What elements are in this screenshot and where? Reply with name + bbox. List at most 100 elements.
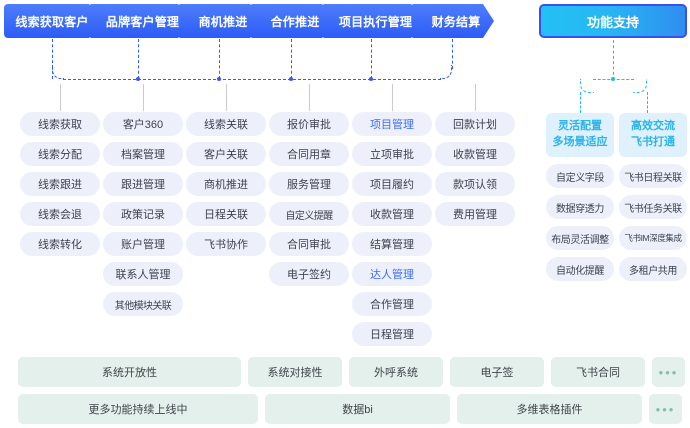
feature-pill[interactable]: 合作管理 [352, 292, 432, 316]
bottom-cell[interactable]: 系统开放性 [18, 357, 241, 387]
feature-pill[interactable]: 日程管理 [352, 322, 432, 346]
bottom-more-button[interactable]: ••• [652, 357, 685, 387]
feature-column-5: 项目管理立项审批项目履约收款管理结算管理达人管理合作管理日程管理 [352, 112, 432, 346]
feature-pill[interactable]: 政策记录 [103, 202, 183, 226]
feature-pill[interactable]: 立项审批 [352, 142, 432, 166]
feature-pill[interactable]: 线索转化 [20, 232, 100, 256]
feature-column-3: 线索关联客户关联商机推进日程关联飞书协作 [186, 112, 266, 256]
support-group-header[interactable]: 高效交流飞书打通 [619, 113, 687, 157]
bottom-cell[interactable]: 多维表格插件 [457, 394, 642, 424]
feature-column-4: 报价审批合同用章服务管理自定义提醒合同审批电子签约 [269, 112, 349, 286]
feature-pill[interactable]: 达人管理 [352, 262, 432, 286]
feature-pill[interactable]: 自定义提醒 [269, 202, 349, 226]
process-stage-6[interactable]: 财务结算 [410, 4, 494, 38]
feature-pill[interactable]: 线索关联 [186, 112, 266, 136]
bottom-cell[interactable]: 更多功能持续上线中 [18, 394, 258, 424]
feature-pill[interactable]: 日程关联 [186, 202, 266, 226]
feature-pill[interactable]: 商机推进 [186, 172, 266, 196]
feature-pill[interactable]: 收款管理 [352, 202, 432, 226]
feature-pill[interactable]: 档案管理 [103, 142, 183, 166]
connector-drop-5 [392, 84, 393, 111]
feature-pill[interactable]: 线索会退 [20, 202, 100, 226]
connector-drop-2 [143, 84, 144, 111]
process-stage-label: 线索获取客户 [15, 14, 89, 29]
connector-v-blue-2 [138, 39, 139, 79]
bottom-row-openness: 系统开放性系统对接性外呼系统电子签飞书合同••• [18, 357, 685, 387]
feature-column-6: 回款计划收款管理款项认领费用管理 [435, 112, 515, 226]
connector-corner-cyan-left [580, 79, 594, 93]
support-group-1: 灵活配置多场景适应自定义字段数据穿透力布局灵活调整自动化提醒 [546, 113, 614, 281]
process-stage-5[interactable]: 项目执行管理 [321, 4, 422, 38]
process-stage-4[interactable]: 合作推进 [249, 4, 333, 38]
support-group-title-line2: 多场景适应 [552, 136, 608, 148]
bottom-cell[interactable]: 数据bi [265, 394, 450, 424]
process-stage-2[interactable]: 品牌客户管理 [88, 4, 189, 38]
process-stage-3[interactable]: 商机推进 [177, 4, 261, 38]
support-pill[interactable]: 飞书日程关联 [619, 164, 687, 188]
connector-drop-cyan-2 [647, 92, 648, 113]
connector-dot-3 [289, 77, 293, 81]
support-pill[interactable]: 飞书任务关联 [619, 195, 687, 219]
feature-pill[interactable]: 服务管理 [269, 172, 349, 196]
feature-column-1: 线索获取线索分配线索跟进线索会退线索转化 [20, 112, 100, 256]
feature-pill[interactable]: 客户360 [103, 112, 183, 136]
connector-bus-blue [63, 79, 441, 80]
bottom-cell[interactable]: 电子签 [450, 357, 544, 387]
feature-pill[interactable]: 账户管理 [103, 232, 183, 256]
support-pill[interactable]: 多租户共用 [619, 257, 687, 281]
bottom-cell[interactable]: 外呼系统 [349, 357, 443, 387]
feature-pill[interactable]: 电子签约 [269, 262, 349, 286]
feature-pill[interactable]: 费用管理 [435, 202, 515, 226]
connector-corner-cyan-right [633, 79, 647, 93]
connector-drop-4 [309, 84, 310, 111]
feature-pill[interactable]: 合同用章 [269, 142, 349, 166]
process-stage-label: 品牌客户管理 [105, 14, 180, 29]
feature-pill[interactable]: 收款管理 [435, 142, 515, 166]
feature-pill[interactable]: 其他模块关联 [103, 292, 183, 316]
support-header-box[interactable]: 功能支持 [539, 4, 687, 38]
support-pill[interactable]: 数据穿透力 [546, 195, 614, 219]
connector-drop-6 [475, 84, 476, 111]
process-stage-label: 合作推进 [270, 14, 320, 29]
connector-corner-right [440, 65, 452, 79]
feature-pill[interactable]: 回款计划 [435, 112, 515, 136]
process-stage-1[interactable]: 线索获取客户 [4, 4, 100, 38]
support-pill[interactable]: 布局灵活调整 [546, 226, 614, 250]
feature-pill[interactable]: 跟进管理 [103, 172, 183, 196]
feature-pill[interactable]: 线索分配 [20, 142, 100, 166]
support-group-header[interactable]: 灵活配置多场景适应 [546, 113, 614, 157]
connector-dot-2 [217, 77, 221, 81]
feature-column-2: 客户360 档案管理跟进管理政策记录账户管理联系人管理其他模块关联 [103, 112, 183, 316]
feature-pill[interactable]: 线索跟进 [20, 172, 100, 196]
feature-pill[interactable]: 结算管理 [352, 232, 432, 256]
process-stage-label: 项目执行管理 [338, 14, 413, 29]
feature-pill[interactable]: 联系人管理 [103, 262, 183, 286]
feature-pill[interactable]: 客户关联 [186, 142, 266, 166]
bottom-more-button[interactable]: ••• [649, 394, 682, 424]
connector-drop-3 [226, 84, 227, 111]
feature-pill[interactable]: 款项认领 [435, 172, 515, 196]
feature-pill[interactable]: 线索获取 [20, 112, 100, 136]
support-group-title-line1: 灵活配置 [558, 120, 602, 133]
bottom-cell[interactable]: 飞书合同 [551, 357, 645, 387]
bottom-cell[interactable]: 系统对接性 [248, 357, 342, 387]
process-stage-label: 商机推进 [198, 14, 248, 29]
connector-v-blue-5 [371, 39, 372, 79]
connector-v-cyan-main [613, 40, 614, 80]
support-header-label: 功能支持 [586, 14, 639, 30]
feature-pill[interactable]: 项目管理 [352, 112, 432, 136]
connector-corner-left [52, 65, 64, 79]
support-pill[interactable]: 自动化提醒 [546, 257, 614, 281]
support-group-title-line2: 飞书打通 [631, 136, 675, 148]
feature-pill[interactable]: 合同审批 [269, 232, 349, 256]
support-group-2: 高效交流飞书打通飞书日程关联飞书任务关联飞书IM深度集成多租户共用 [619, 113, 687, 281]
support-pill[interactable]: 飞书IM深度集成 [619, 226, 687, 250]
feature-pill[interactable]: 项目履约 [352, 172, 432, 196]
feature-pill[interactable]: 报价审批 [269, 112, 349, 136]
connector-dot-1 [136, 77, 140, 81]
support-pill[interactable]: 自定义字段 [546, 164, 614, 188]
feature-pill[interactable]: 飞书协作 [186, 232, 266, 256]
connector-v-blue-3 [219, 39, 220, 79]
